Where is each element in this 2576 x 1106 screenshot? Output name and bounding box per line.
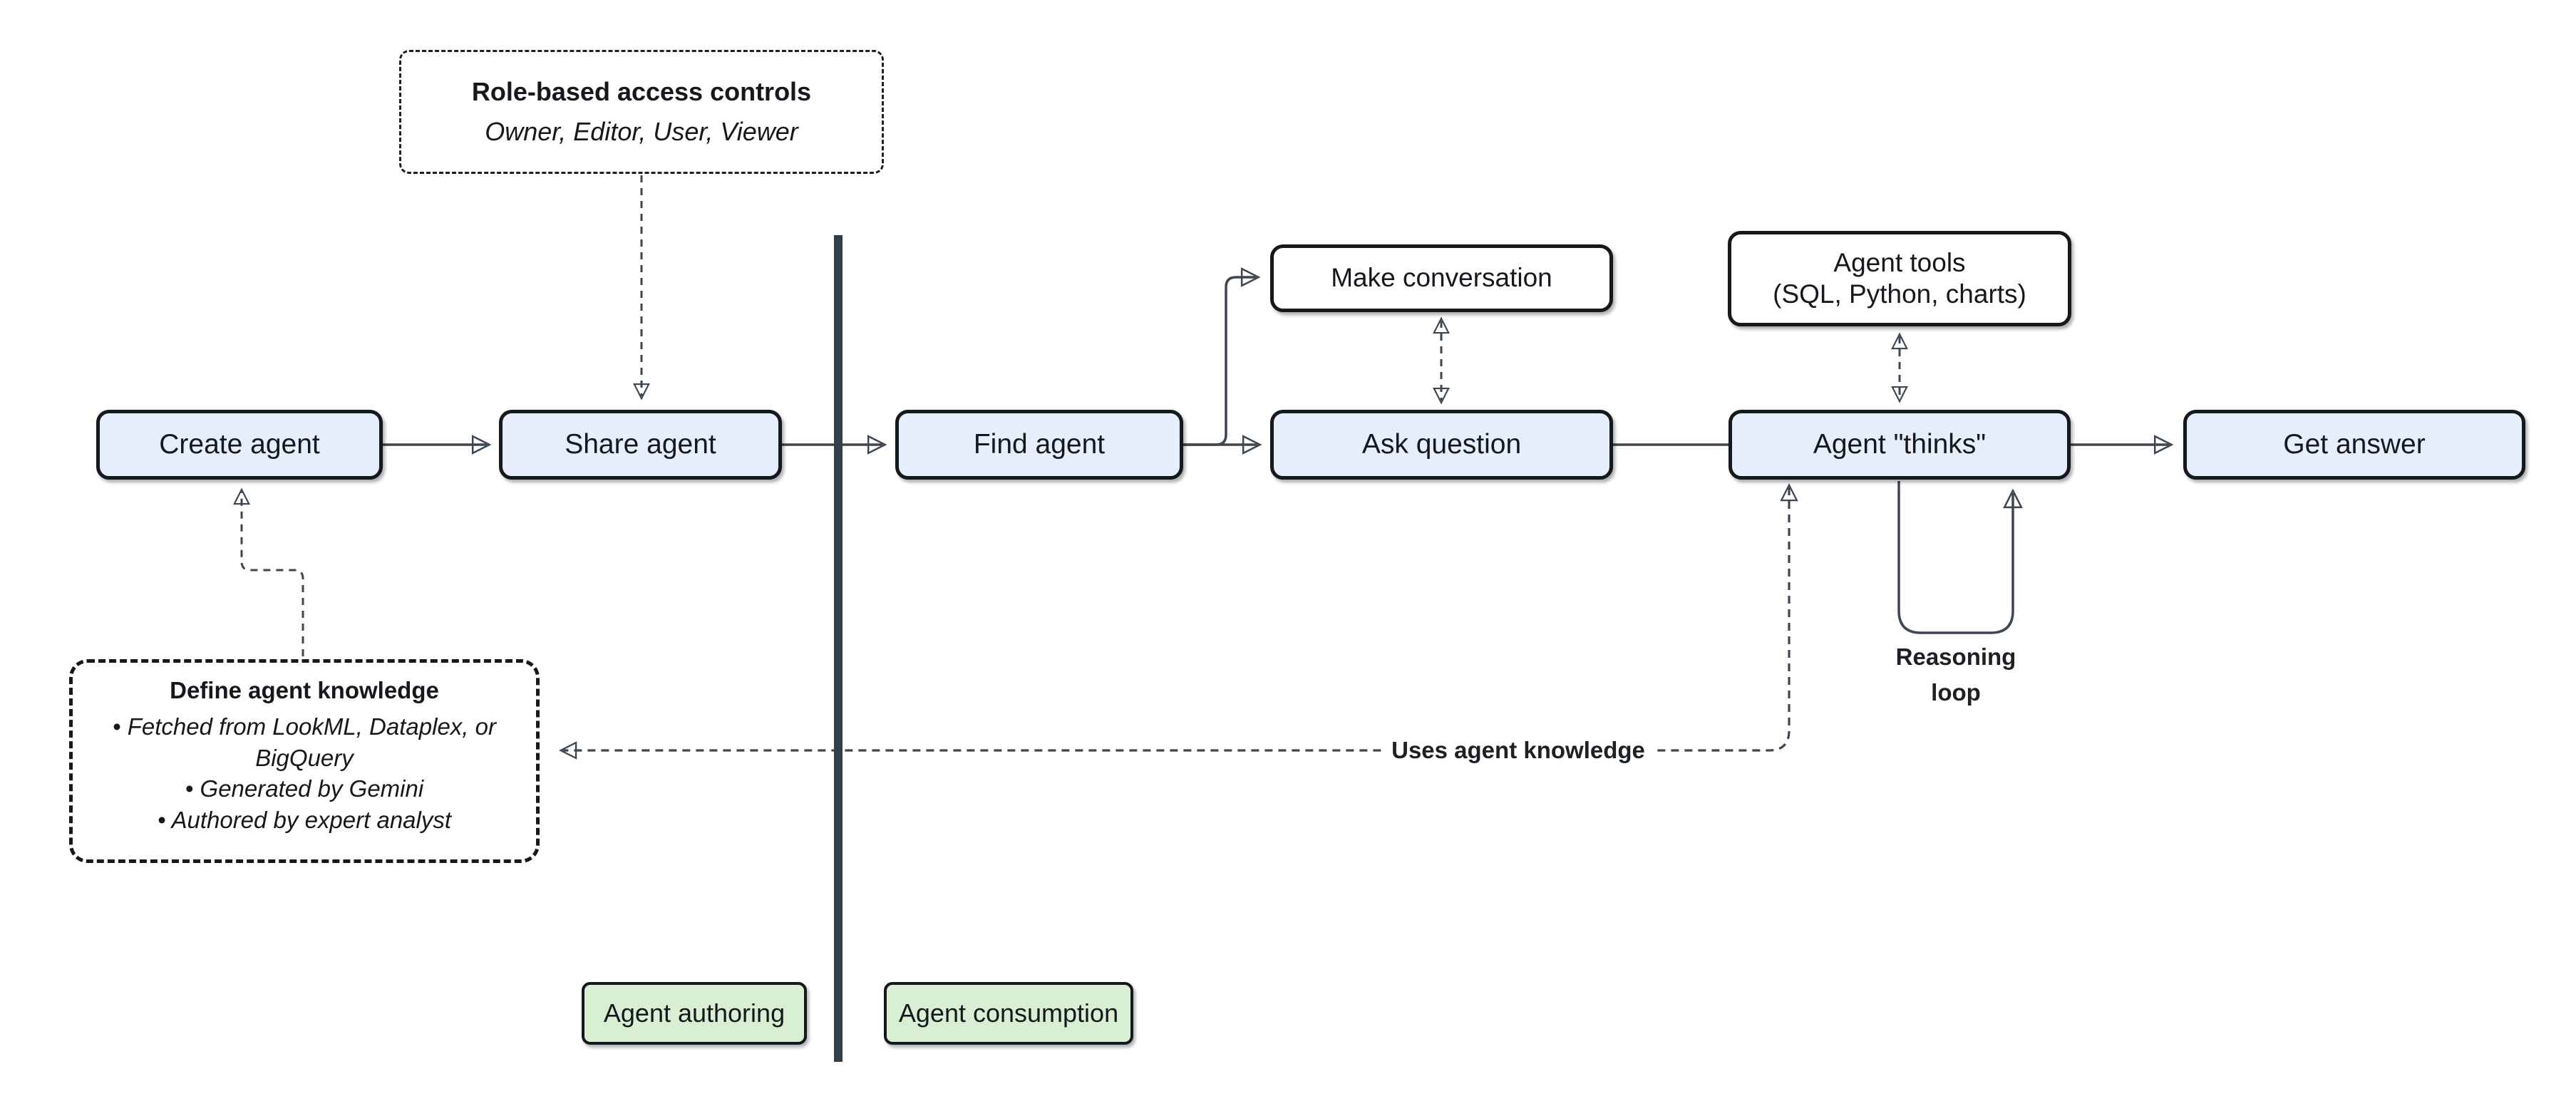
node-agent-tools: Agent tools (SQL, Python, charts)	[1728, 231, 2071, 326]
node-get-answer-label: Get answer	[2283, 428, 2426, 460]
node-agent-tools-label: Agent tools	[1833, 247, 1966, 277]
note-role-based-access: Role-based access controls Owner, Editor…	[399, 50, 884, 174]
node-make-conversation-label: Make conversation	[1331, 263, 1552, 293]
zone-agent-authoring-label: Agent authoring	[603, 998, 785, 1028]
node-find-agent: Find agent	[895, 410, 1183, 480]
node-agent-tools-sublabel: (SQL, Python, charts)	[1773, 279, 2026, 309]
node-create-agent-label: Create agent	[159, 428, 320, 460]
node-get-answer: Get answer	[2183, 410, 2525, 480]
node-make-conversation: Make conversation	[1270, 244, 1613, 312]
zone-agent-authoring: Agent authoring	[582, 982, 807, 1045]
node-create-agent: Create agent	[96, 410, 383, 480]
node-share-agent: Share agent	[499, 410, 782, 480]
zone-agent-consumption: Agent consumption	[884, 982, 1133, 1045]
edge-label-reasoning-loop: Reasoning loop	[1895, 644, 2016, 706]
edge-find-to-make-conversation	[1183, 277, 1256, 446]
edge-thinks-uses-knowledge	[563, 487, 1789, 750]
agent-knowledge-bullet-list: Fetched from LookML, Dataplex, or BigQue…	[101, 711, 508, 835]
knowledge-bullet-gemini: Generated by Gemini	[101, 773, 508, 805]
node-ask-question-label: Ask question	[1361, 428, 1522, 460]
edge-reasoning-loop	[1897, 481, 2013, 634]
note-define-agent-knowledge: Define agent knowledge Fetched from Look…	[69, 659, 540, 863]
edge-knowledge-to-create	[242, 492, 304, 656]
edge-label-uses-agent-knowledge: Uses agent knowledge	[1383, 735, 1654, 765]
note-role-based-access-roles: Owner, Editor, User, Viewer	[485, 117, 798, 146]
node-ask-question: Ask question	[1270, 410, 1613, 480]
node-agent-thinks: Agent "thinks"	[1729, 410, 2071, 480]
note-role-based-access-title: Role-based access controls	[471, 77, 812, 106]
knowledge-bullet-analyst: Authored by expert analyst	[101, 805, 508, 836]
node-find-agent-label: Find agent	[973, 428, 1106, 460]
zone-agent-consumption-label: Agent consumption	[898, 998, 1119, 1028]
node-agent-thinks-label: Agent "thinks"	[1813, 428, 1987, 460]
note-define-agent-knowledge-title: Define agent knowledge	[170, 677, 439, 703]
authoring-consumption-divider	[834, 235, 843, 1062]
node-share-agent-label: Share agent	[565, 428, 716, 460]
knowledge-bullet-sources: Fetched from LookML, Dataplex, or BigQue…	[101, 711, 508, 773]
